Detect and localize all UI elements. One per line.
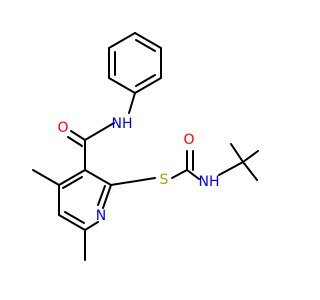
bond: [128, 92, 136, 114]
bond-carbonyl: [67, 136, 83, 147]
amide-nh-label: NH: [112, 116, 133, 132]
bond: [102, 184, 112, 209]
bond: [108, 77, 136, 94]
bond: [171, 169, 188, 179]
bond-double-inner: [62, 176, 83, 189]
amide-nh-label: NH: [199, 174, 220, 190]
oxygen-atom-label: O: [57, 120, 68, 136]
oxygen-atom-label: O: [183, 132, 194, 148]
bond: [186, 169, 200, 180]
bond-methyl: [32, 169, 60, 186]
bond: [230, 143, 244, 163]
molecule-structure: O NH S O NH N: [32, 32, 259, 261]
bond: [218, 161, 244, 176]
bond: [242, 150, 259, 163]
tert-butyl-group: [218, 143, 259, 181]
bond: [84, 122, 115, 141]
bond-double-inner: [64, 211, 85, 224]
sulfur-atom-label: S: [160, 172, 169, 188]
bond-double-inner: [135, 74, 156, 87]
bond-carbonyl: [70, 130, 86, 141]
top-amide-group: [67, 92, 136, 171]
bond: [58, 169, 86, 186]
phenyl-ring: [108, 32, 162, 94]
bond: [134, 77, 162, 94]
bond: [58, 214, 86, 231]
thioether-amide-chain: [110, 150, 200, 186]
bond: [134, 32, 162, 49]
bond: [110, 177, 156, 186]
pyridine-ring: [58, 169, 112, 231]
bond-double-inner: [135, 39, 156, 52]
bond-double-inner: [97, 185, 106, 206]
bond: [84, 169, 112, 186]
bond: [108, 32, 136, 49]
pyridine-nitrogen-label: N: [96, 208, 106, 224]
bond: [84, 221, 99, 231]
bond: [242, 161, 258, 181]
